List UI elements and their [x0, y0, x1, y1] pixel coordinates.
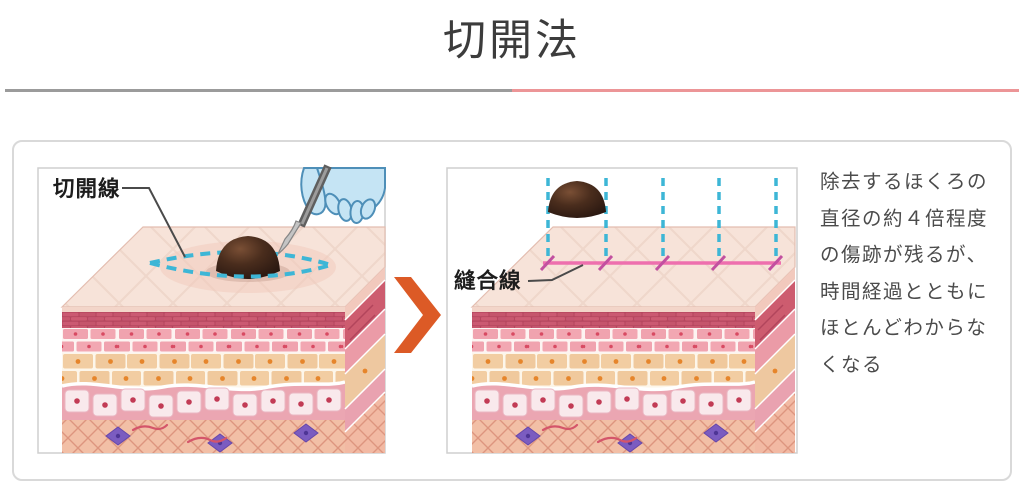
mole	[216, 236, 280, 279]
description-line: 直径の約４倍程度	[820, 207, 989, 230]
description-line: 除去するほくろの	[820, 171, 989, 193]
skin-cross-section	[470, 225, 797, 455]
scalpel-blade	[277, 220, 302, 255]
scalpel-handle-highlight	[300, 167, 329, 225]
procedure-illustration: 切開線	[37, 164, 798, 455]
title-divider	[5, 89, 1019, 92]
incision-label: 切開線	[53, 176, 121, 201]
incision-panel: 切開線	[53, 164, 387, 455]
description-line: 時間経過とともに	[820, 280, 989, 303]
description-line: の傷跡が残るが、	[820, 244, 988, 267]
incision-label-connector	[122, 187, 186, 258]
removed-mole	[548, 181, 606, 218]
suture-label: 縫合線	[454, 268, 522, 293]
glove-finger	[359, 198, 377, 220]
stitch-marks	[539, 254, 784, 272]
suture-panel: 縫合線	[454, 178, 797, 455]
excision-guide-lines	[546, 178, 778, 263]
divider-gray-segment	[5, 89, 512, 92]
incision-guide-top-arc	[149, 250, 332, 267]
scalpel-and-hand	[277, 164, 386, 255]
description-line: ほとんどわからな	[820, 317, 988, 340]
incision-guide-bottom-arc	[149, 261, 332, 279]
divider-red-segment	[512, 89, 1019, 92]
page-title: 切開法	[443, 17, 581, 65]
suture-label-connector	[527, 264, 584, 282]
figure-card: 切開線	[12, 140, 1012, 481]
next-step-chevron-icon	[394, 277, 441, 353]
glove-finger	[324, 192, 342, 216]
description-text: 除去するほくろの 直径の約４倍程度 の傷跡が残るが、 時間経過とともに ほとんど…	[820, 164, 1012, 384]
description-line: くなる	[820, 353, 884, 376]
